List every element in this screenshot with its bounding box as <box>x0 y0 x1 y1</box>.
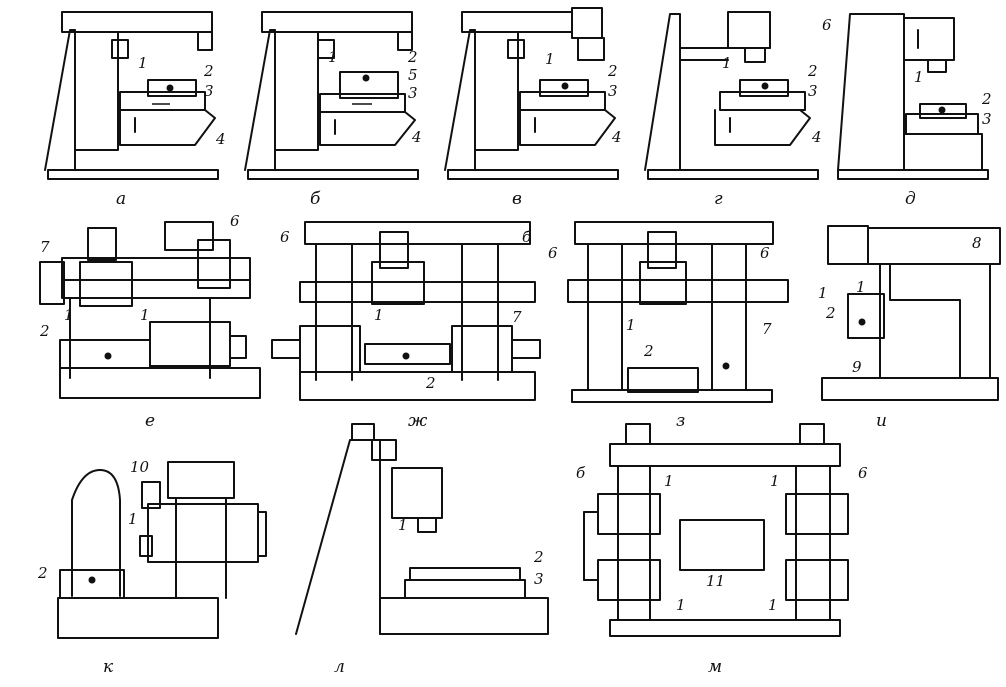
label-3-b: 3 <box>408 84 418 102</box>
label-5-b: 5 <box>408 66 418 84</box>
label-1-m: 1 <box>664 472 674 490</box>
label-1-e: 1 <box>64 306 74 324</box>
label-1-i: 1 <box>818 284 828 302</box>
label-6b-m: 6 <box>858 464 868 482</box>
caption-d: д <box>905 189 916 209</box>
label-3-g: 3 <box>808 82 818 100</box>
label-1: 1 <box>138 54 148 72</box>
label-2-zh: 2 <box>425 374 436 392</box>
label-6-z: 6 <box>548 244 558 262</box>
label-6-m: б <box>576 464 586 482</box>
label-1b-i: 1 <box>856 278 866 296</box>
label-3: 3 <box>204 82 214 100</box>
label-2-b: 2 <box>407 48 418 66</box>
caption-a: а <box>116 189 126 209</box>
label-4-b: 4 <box>411 128 422 146</box>
panel-m <box>583 423 849 637</box>
panel-g <box>644 11 819 180</box>
label-6-e: 6 <box>230 212 240 230</box>
caption-g: г <box>714 189 723 209</box>
label-1b-m: 1 <box>770 472 780 490</box>
label-4: 4 <box>215 130 226 148</box>
panel-d <box>837 13 989 180</box>
label-2-i: 2 <box>825 304 836 322</box>
label-7-e: 7 <box>40 238 50 256</box>
label-4-g: 4 <box>811 128 822 146</box>
label-10-k: 10 <box>130 458 150 476</box>
label-6-d: 6 <box>822 16 832 34</box>
label-2-l: 2 <box>533 548 544 566</box>
label-1b-e: 1 <box>140 306 150 324</box>
panel-l <box>295 423 549 635</box>
caption-b: б <box>310 189 321 209</box>
panel-b <box>244 11 419 180</box>
panel-i <box>821 225 1001 401</box>
label-2-d: 2 <box>981 90 992 108</box>
panel-zh <box>271 221 541 401</box>
panel-e <box>39 221 261 399</box>
caption-m: м <box>708 657 722 677</box>
label-3-l: 3 <box>534 570 544 588</box>
label-7-zh: 7 <box>512 308 522 326</box>
label-8-i: 8 <box>972 234 982 252</box>
label-2-z: 2 <box>643 342 654 360</box>
label-2-e: 2 <box>39 322 50 340</box>
caption-l: л <box>334 657 345 677</box>
label-4-v: 4 <box>611 128 622 146</box>
caption-i: и <box>876 411 887 431</box>
label-1-k: 1 <box>128 510 138 528</box>
label-2-g: 2 <box>807 62 818 80</box>
label-3-v: 3 <box>608 82 618 100</box>
caption-v: в <box>512 189 522 209</box>
caption-e: е <box>145 411 155 431</box>
panel-z <box>567 221 789 403</box>
label-1d-m: 1 <box>768 596 778 614</box>
label-11-m: 11 <box>706 572 725 590</box>
label-2: 2 <box>203 62 214 80</box>
label-1-b: 1 <box>328 48 338 66</box>
caption-z: з <box>676 411 685 431</box>
label-2-k: 2 <box>37 564 48 582</box>
label-1-g: 1 <box>722 54 732 72</box>
label-6-zh: 6 <box>280 228 290 246</box>
panel-a <box>44 11 219 180</box>
label-1c-m: 1 <box>676 596 686 614</box>
label-1-l: 1 <box>398 516 408 534</box>
label-1-z: 1 <box>626 316 636 334</box>
label-6b-z: 6 <box>760 244 770 262</box>
caption-k: к <box>103 657 114 677</box>
label-2-v: 2 <box>607 62 618 80</box>
label-9-i: 9 <box>852 358 862 376</box>
panel-k <box>57 461 267 639</box>
caption-zh: ж <box>408 411 428 431</box>
label-1-v: 1 <box>545 50 555 68</box>
label-6b-zh: б <box>522 228 532 246</box>
label-7-z: 7 <box>762 320 772 338</box>
label-1-d: 1 <box>914 68 924 86</box>
panel-v <box>444 7 619 180</box>
label-3-d: 3 <box>982 110 992 128</box>
label-1-zh: 1 <box>374 306 384 324</box>
